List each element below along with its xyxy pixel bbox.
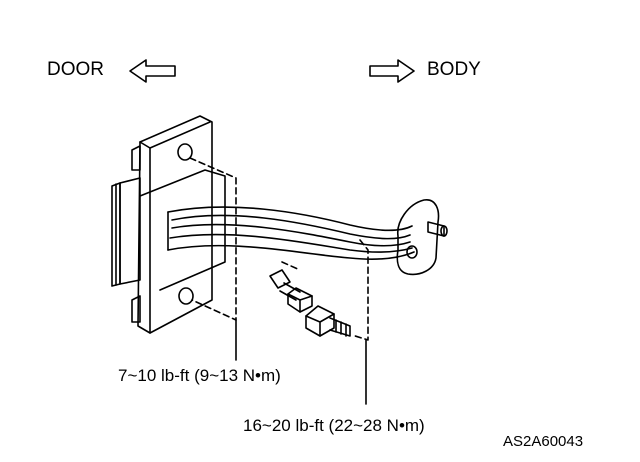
door-bolt [269,269,313,313]
body-mount-plate [396,199,448,276]
figure-code: AS2A60043 [503,433,584,450]
arrow-left-outline-icon [129,59,176,83]
door-label: DOOR [47,59,104,80]
door-bracket [111,115,226,334]
check-arm [167,206,415,260]
arrow-right-outline-icon [369,59,415,83]
door-torque-label: 7~10 lb-ft (9~13 N•m) [118,366,281,385]
body-torque-label: 16~20 lb-ft (22~28 N•m) [243,416,425,435]
alignment-lines [189,157,369,341]
body-bolt [305,305,351,337]
body-label: BODY [427,59,481,80]
